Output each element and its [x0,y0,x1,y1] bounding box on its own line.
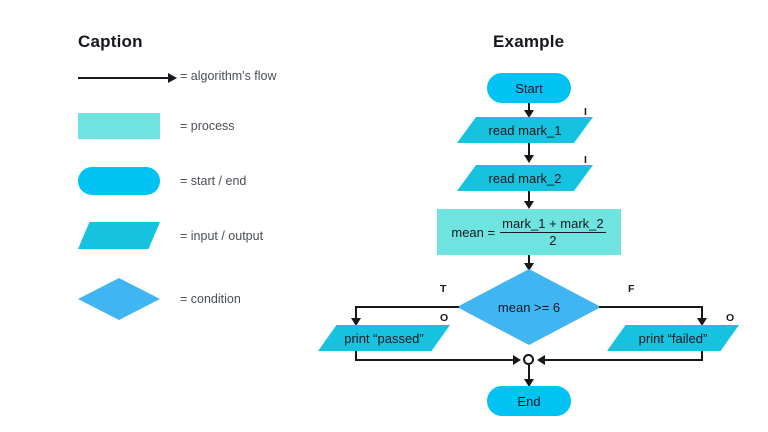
node-read-mark-1[interactable]: read mark_1 [457,117,593,143]
edge-junction-to-end [528,365,530,381]
node-read-mark-1-label: read mark_1 [488,122,562,138]
legend-label-input-output: = input / output [180,229,264,243]
arrowhead-junction-to-end [524,379,534,387]
node-print-failed[interactable]: print “failed” [607,325,739,351]
edge-label-true: T [440,283,447,295]
edge-failed-to-junction [543,359,703,361]
edge-label-false: F [628,283,635,295]
node-end-label: End [517,393,541,409]
node-condition[interactable]: mean >= 6 [457,269,601,345]
merge-junction [523,354,534,365]
node-process-mean[interactable]: mean = mark_1 + mark_2 2 [437,209,621,255]
node-start[interactable]: Start [487,73,571,103]
legend-label-condition: = condition [180,292,241,306]
node-read-mark-2-label: read mark_2 [488,170,562,186]
legend-label-process: = process [180,119,235,133]
edge-failed-down [701,351,703,360]
legend-swatch-start-end [78,167,160,195]
legend-arrow-line [78,77,170,79]
legend-swatch-condition [78,278,160,320]
legend-arrow-head-icon [168,73,177,83]
process-formula: mean = mark_1 + mark_2 2 [451,217,606,247]
edge-passed-to-junction [355,359,515,361]
node-start-label: Start [515,80,543,96]
caption-title: Caption [78,32,143,51]
node-condition-label: mean >= 6 [497,299,561,315]
arrowhead-true-to-passed [351,318,361,326]
edge-read1-to-read2 [528,143,530,157]
arrowhead-read2-to-process [524,201,534,209]
process-formula-prefix: mean = [451,224,496,240]
legend-swatch-process [78,113,160,139]
example-title: Example [493,32,565,51]
edge-read2-to-process [528,191,530,203]
edge-start-to-read1 [528,103,530,113]
edge-true-vertical [355,306,357,321]
node-print-failed-label: print “failed” [638,330,708,346]
edge-true-horizontal [355,306,459,308]
arrowhead-start-to-read1 [524,110,534,118]
arrowhead-read1-to-read2 [524,155,534,163]
legend-swatch-input-output [78,222,160,249]
arrowhead-process-to-condition [524,263,534,271]
edge-label-output-passed: O [440,312,449,324]
arrowhead-false-to-failed [697,318,707,326]
edge-label-output-failed: O [726,312,735,324]
arrowhead-passed-to-junction [513,355,521,365]
edge-process-to-condition [528,255,530,267]
node-print-passed-label: print “passed” [344,330,424,346]
process-formula-numerator: mark_1 + mark_2 [500,215,606,233]
legend-label-start-end: = start / end [180,174,247,188]
edge-label-input-1: I [584,106,588,118]
node-end[interactable]: End [487,386,571,416]
process-formula-denominator: 2 [549,232,557,248]
legend-label-flow: = algorithm's flow [180,69,277,83]
node-print-passed[interactable]: print “passed” [318,325,450,351]
edge-passed-down [355,351,357,360]
edge-label-input-2: I [584,154,588,166]
arrowhead-failed-to-junction [537,355,545,365]
process-formula-fraction: mark_1 + mark_2 2 [500,217,606,247]
edge-false-horizontal [599,306,703,308]
edge-false-vertical [701,306,703,321]
node-read-mark-2[interactable]: read mark_2 [457,165,593,191]
